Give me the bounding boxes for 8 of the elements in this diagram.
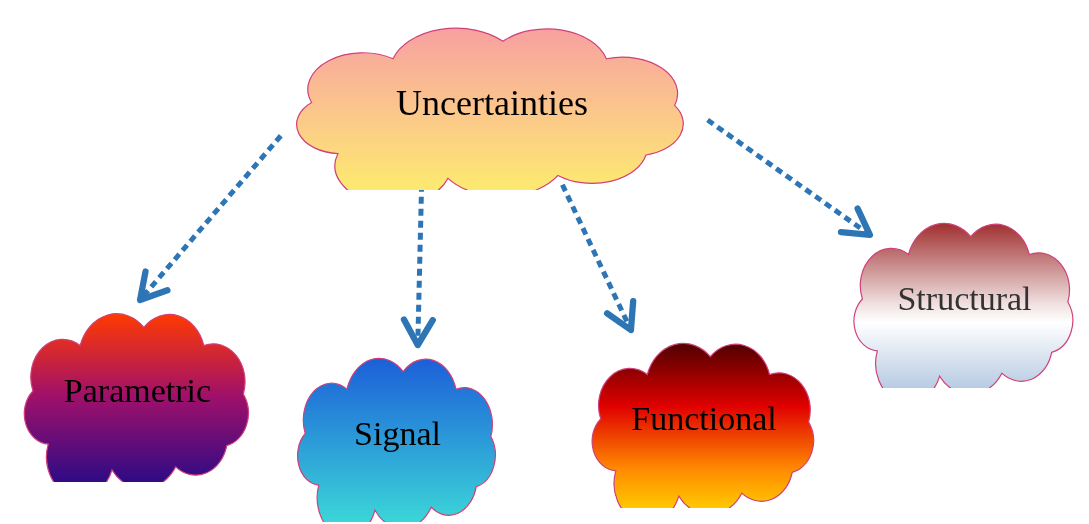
cloud-label: Parametric (63, 374, 212, 408)
cloud-label: Signal (354, 416, 441, 451)
cloud-label: Uncertainties (396, 84, 588, 121)
dashed-arrow (560, 183, 637, 334)
dashed-arrow (706, 117, 874, 239)
dashed-arrow (136, 134, 283, 304)
cloud-label: Structural (897, 282, 1032, 316)
cloud-label: Functional (631, 402, 777, 436)
